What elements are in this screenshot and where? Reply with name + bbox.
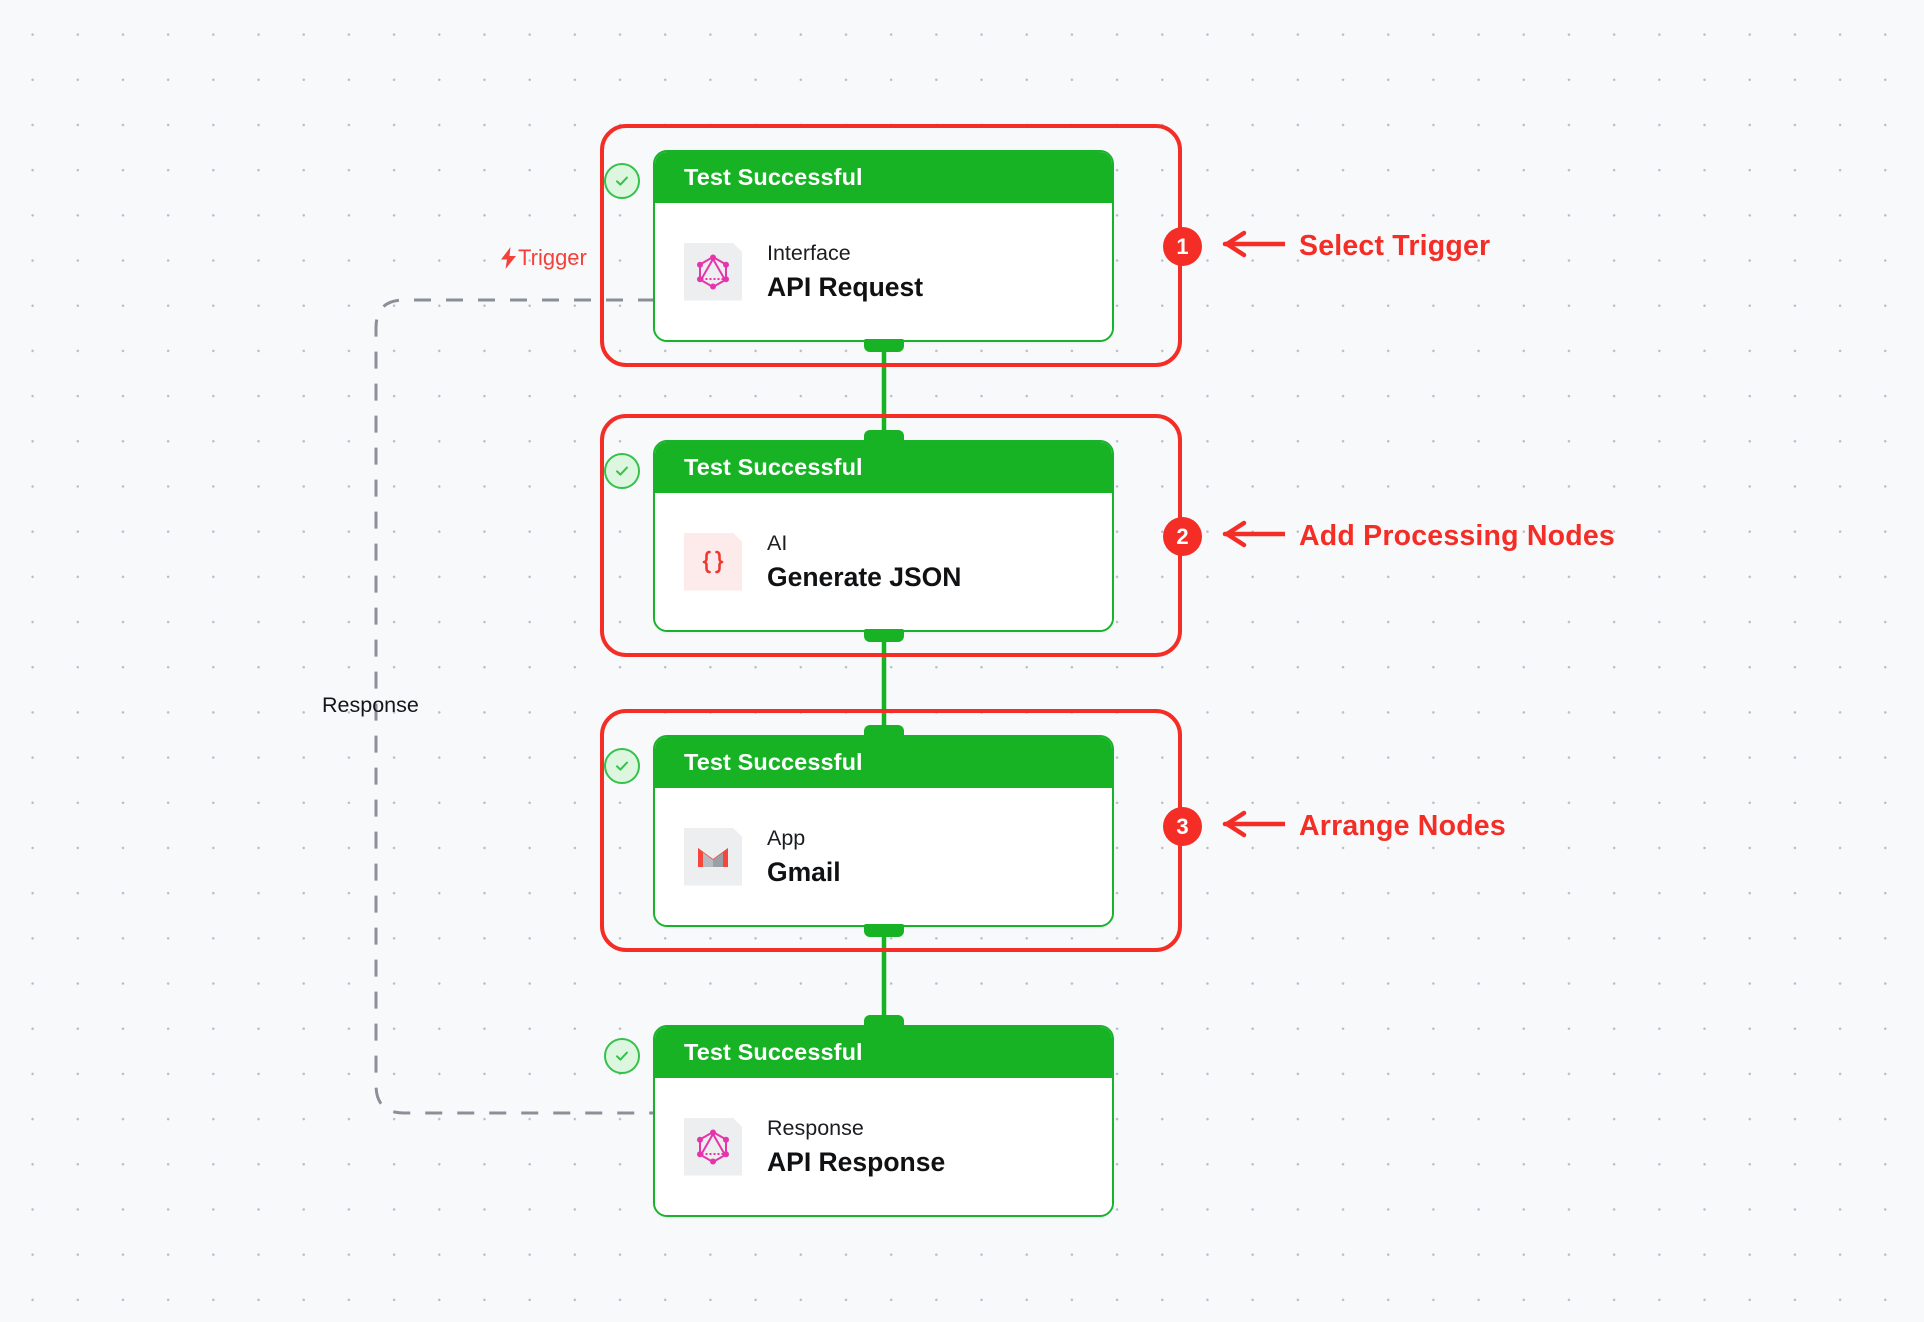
node-output-port[interactable] [863,339,904,352]
node-status-text: Test Successful [655,442,1112,493]
node-status-badge [604,1038,640,1074]
node-input-port[interactable] [863,725,904,738]
arrow-left-icon [1211,230,1288,263]
step-label-text: Arrange Nodes [1299,810,1506,842]
node-title-label: Gmail [767,857,841,887]
node-kind-label: App [767,826,806,850]
node-kind-label: Response [767,1116,864,1140]
arrow-left-icon [1211,810,1288,843]
check-circle-icon [616,466,628,476]
node-status-badge [604,748,640,784]
step-number-badge: 3 [1163,807,1202,846]
arrow-left-icon [1211,520,1288,553]
node-status-badge [604,453,640,489]
node-title-label: API Response [767,1147,946,1177]
node-card-api-response[interactable]: Test Successful [604,1015,1114,1217]
graphql-icon [684,1117,742,1176]
node-card-generate-json[interactable]: Test Successful AI Generate JSON [604,430,1114,642]
node-input-port[interactable] [863,1015,904,1028]
node-card-api-request[interactable]: Test Successful [604,150,1114,352]
lightning-bolt-icon [500,247,517,269]
node-status-badge [604,163,640,199]
node-title-label: API Request [767,272,924,302]
node-input-port[interactable] [863,430,904,443]
node-status-text: Test Successful [655,152,1112,203]
edge-label-response: Response [322,693,419,718]
step-annotation-2: 2 Add Processing Nodes [1163,517,1615,556]
node-kind-label: AI [767,531,788,555]
step-number-badge: 1 [1163,227,1202,266]
node-status-text: Test Successful [655,1027,1112,1078]
check-circle-icon [616,761,628,771]
check-circle-icon [616,1051,628,1061]
node-card-gmail[interactable]: Test Successful App Gmail [604,725,1114,937]
json-braces-icon [684,532,742,591]
node-status-text: Test Successful [655,737,1112,788]
edge-label-response-text: Response [322,693,419,717]
node-output-port[interactable] [863,924,904,937]
node-output-port[interactable] [863,629,904,642]
step-number-badge: 2 [1163,517,1202,556]
step-label-text: Select Trigger [1299,230,1491,262]
step-annotation-1: 1 Select Trigger [1163,227,1490,266]
edge-label-trigger: Trigger [500,245,587,271]
check-circle-icon [616,176,628,186]
gmail-icon [684,827,742,886]
graphql-icon [684,242,742,301]
node-title-label: Generate JSON [767,562,962,592]
step-label-text: Add Processing Nodes [1299,520,1615,552]
step-annotation-3: 3 Arrange Nodes [1163,807,1506,846]
edge-label-trigger-text: Trigger [518,245,587,270]
node-kind-label: Interface [767,241,851,265]
